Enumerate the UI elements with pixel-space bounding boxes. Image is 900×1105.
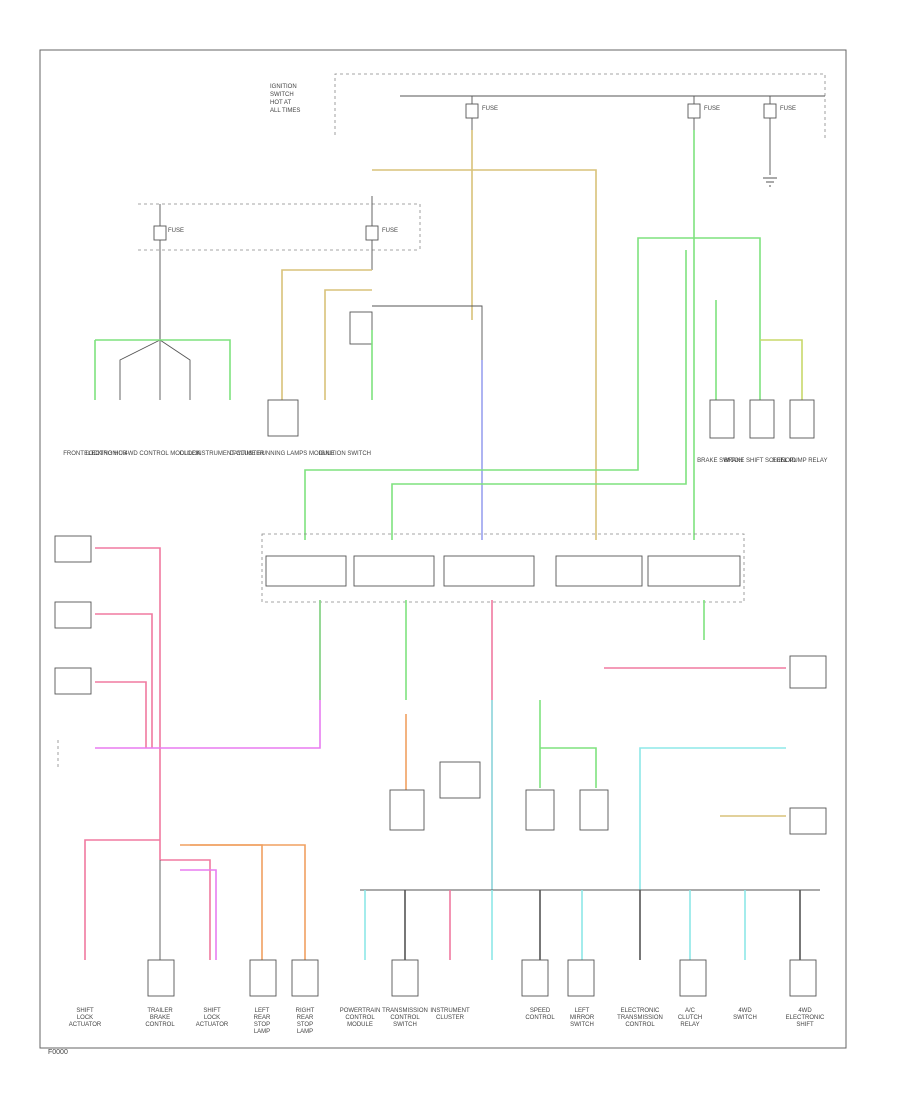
bottom-component-label: SHIFT <box>796 1022 814 1028</box>
bottom-component-label: TRAILER <box>147 1008 173 1014</box>
bottom-component-label: CONTROL <box>145 1022 175 1028</box>
fuse-junction-panel-enclosure <box>138 203 421 251</box>
power-distribution-box <box>261 533 745 603</box>
bottom-component-label: STOP <box>297 1022 313 1028</box>
bottom-row-components <box>147 959 817 997</box>
top-component-label: IGNITION SWITCH <box>319 451 371 457</box>
fuse-junction-fuse-right: FUSE <box>365 196 398 270</box>
bottom-component-label: CONTROL <box>345 1015 375 1021</box>
fuse-junction-fuse-left: FUSE <box>153 204 184 340</box>
svg-text:FUSE: FUSE <box>704 106 720 112</box>
black-wire-group <box>119 300 483 540</box>
svg-text:FUSE: FUSE <box>780 106 796 112</box>
bottom-component-label: SWITCH <box>570 1022 594 1028</box>
svg-text:HOT AT: HOT AT <box>270 100 291 106</box>
bottom-component-label: LEFT <box>255 1008 270 1014</box>
bottom-component-label: LAMP <box>297 1029 313 1035</box>
pink-wire-left <box>54 535 321 860</box>
svg-text:FUSE: FUSE <box>382 228 398 234</box>
bottom-component-label: A/C <box>685 1008 696 1014</box>
bottom-component-label: STOP <box>254 1022 270 1028</box>
middle-row-components <box>389 655 827 835</box>
bottom-component-label: LEFT <box>575 1008 590 1014</box>
bottom-component-label: ELECTRONIC <box>621 1008 660 1014</box>
bottom-component-label: 4WD <box>798 1008 812 1014</box>
bottom-component-label: MODULE <box>347 1022 373 1028</box>
bottom-component-label: REAR <box>254 1015 271 1021</box>
bottom-component-label: TRANSMISSION <box>382 1008 428 1014</box>
bottom-component-label: SPEED <box>530 1008 551 1014</box>
right-component-label: FUEL PUMP RELAY <box>773 458 828 464</box>
bottom-component-label: RELAY <box>680 1022 699 1028</box>
fuse-top-2: FUSE <box>687 96 720 130</box>
bottom-component-label: 4WD <box>738 1008 752 1014</box>
svg-text:SWITCH: SWITCH <box>270 92 294 98</box>
bottom-component-label: CLUSTER <box>436 1015 465 1021</box>
top-component-label: DAYTIME RUNNING LAMPS MODULE <box>229 451 334 457</box>
fuse-top-3: FUSE <box>763 96 796 187</box>
bottom-labels: SHIFTLOCKACTUATORTRAILERBRAKECONTROLSHIF… <box>69 1008 825 1035</box>
top-component-label: ELECTRONIC 4WD CONTROL MODULE <box>84 451 196 457</box>
cyan-bus <box>360 747 820 891</box>
bottom-component-label: ACTUATOR <box>196 1022 229 1028</box>
bottom-component-label: SHIFT <box>203 1008 221 1014</box>
svg-text:FUSE: FUSE <box>482 106 498 112</box>
bottom-component-label: MIRROR <box>570 1015 595 1021</box>
right-component-label: BRAKE SHIFT SOLENOID <box>724 458 797 464</box>
svg-text:FUSE: FUSE <box>168 228 184 234</box>
bottom-component-label: SWITCH <box>393 1022 417 1028</box>
bottom-component-label: CONTROL <box>525 1015 555 1021</box>
bottom-component-label: ACTUATOR <box>69 1022 102 1028</box>
bottom-component-label: CONTROL <box>625 1022 655 1028</box>
bottom-component-label: LOCK <box>77 1015 93 1021</box>
diagram-code: F0000 <box>48 1049 68 1056</box>
svg-text:IGNITION: IGNITION <box>270 84 297 90</box>
svg-text:ALL TIMES: ALL TIMES <box>270 108 300 114</box>
bottom-component-label: POWERTRAIN <box>340 1008 381 1014</box>
top-component-label: FRONT LOCKING HUB <box>63 451 127 457</box>
bottom-component-label: TRANSMISSION <box>617 1015 663 1021</box>
fuse-top-1: FUSE <box>400 95 825 130</box>
bottom-left-tree <box>84 839 306 960</box>
diagram-border <box>39 49 847 1049</box>
bottom-component-label: BRAKE <box>150 1015 170 1021</box>
bottom-component-label: RIGHT <box>296 1008 315 1014</box>
top-component-label: CLOCK <box>180 451 201 457</box>
bottom-drops <box>364 890 801 960</box>
bottom-component-label: INSTRUMENT <box>430 1008 470 1014</box>
bottom-component-label: CONTROL <box>390 1015 420 1021</box>
top-component-label: INSTRUMENT CLUSTER <box>196 451 266 457</box>
bottom-component-label: SWITCH <box>733 1015 757 1021</box>
bottom-component-label: ELECTRONIC <box>786 1015 825 1021</box>
bottom-component-label: CLUTCH <box>678 1015 702 1021</box>
bottom-component-label: LOCK <box>204 1015 220 1021</box>
top-row-components <box>267 399 815 439</box>
bottom-component-label: SHIFT <box>76 1008 94 1014</box>
bottom-component-label: LAMP <box>254 1029 270 1035</box>
ignition-switch-enclosure: IGNITION SWITCH HOT AT ALL TIMES <box>270 73 826 140</box>
green-wire-top-left <box>94 330 373 400</box>
green-wire-right <box>304 130 803 540</box>
bottom-component-label: REAR <box>297 1015 314 1021</box>
right-component-label: BRAKE SWITCH <box>697 458 743 464</box>
green-wire-middle <box>319 600 786 890</box>
tan-wire-group <box>281 130 597 540</box>
